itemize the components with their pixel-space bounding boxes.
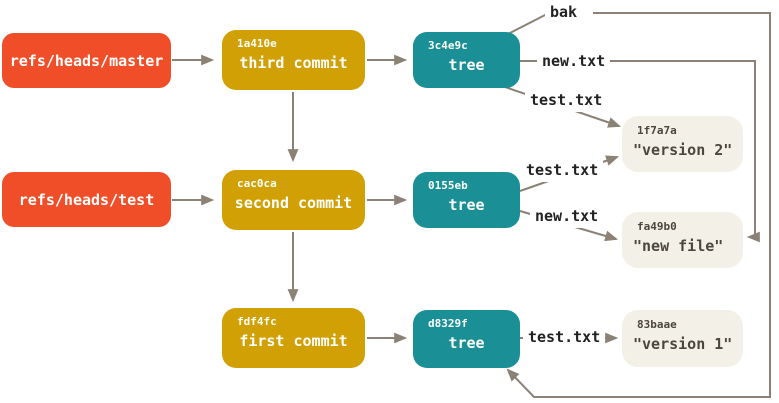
- commit-hash: cac0ca: [237, 177, 277, 190]
- edge-bak-to-tree3: [506, 12, 771, 398]
- branch-ref-test: refs/heads/test: [2, 172, 171, 227]
- blob-hash: 1f7a7a: [637, 124, 677, 137]
- tree-hash: 3c4e9c: [428, 39, 468, 52]
- blob-label: "version 1": [633, 335, 733, 353]
- commit-label: first commit: [239, 332, 348, 350]
- edge-label-test-txt-3: test.txt: [523, 326, 606, 349]
- blob-box-version2: 1f7a7a "version 2": [622, 116, 743, 172]
- edge-label-new-txt-1: new.txt: [537, 50, 611, 73]
- tree-label: tree: [448, 56, 485, 74]
- commit-hash: fdf4fc: [237, 315, 277, 328]
- tree-hash: d8329f: [428, 317, 468, 330]
- edge-label-test-txt-2: test.txt: [521, 159, 604, 182]
- tree-label: tree: [448, 196, 485, 214]
- commit-label: second commit: [234, 194, 353, 212]
- edge-label-new-txt-2: new.txt: [530, 205, 604, 228]
- branch-ref-master: refs/heads/master: [2, 33, 171, 88]
- tree-hash: 0155eb: [428, 179, 468, 192]
- commit-hash: 1a410e: [237, 37, 277, 50]
- blob-box-version1: 83baae "version 1": [622, 310, 743, 367]
- edge-tree1-newtxt-to-blob-newfile: [520, 60, 760, 243]
- commit-box-first: fdf4fc first commit: [222, 308, 365, 368]
- blob-hash: 83baae: [637, 318, 677, 331]
- commit-box-third: 1a410e third commit: [222, 30, 365, 90]
- tree-box-1: 3c4e9c tree: [413, 32, 520, 88]
- branch-ref-master-label: refs/heads/master: [9, 51, 164, 70]
- edge-tree1-to-bak-label: [505, 12, 550, 36]
- blob-hash: fa49b0: [637, 220, 677, 233]
- branch-ref-test-label: refs/heads/test: [18, 190, 155, 209]
- commit-label: third commit: [239, 54, 348, 72]
- blob-label: "new file": [633, 237, 724, 255]
- tree-box-2: 0155eb tree: [413, 172, 520, 228]
- edge-label-test-txt-1: test.txt: [525, 89, 608, 112]
- blob-label: "version 2": [633, 141, 733, 159]
- blob-box-newfile: fa49b0 "new file": [622, 212, 743, 268]
- edge-label-bak: bak: [545, 1, 583, 24]
- tree-label: tree: [448, 334, 485, 352]
- commit-box-second: cac0ca second commit: [222, 170, 365, 230]
- tree-box-3: d8329f tree: [413, 310, 520, 368]
